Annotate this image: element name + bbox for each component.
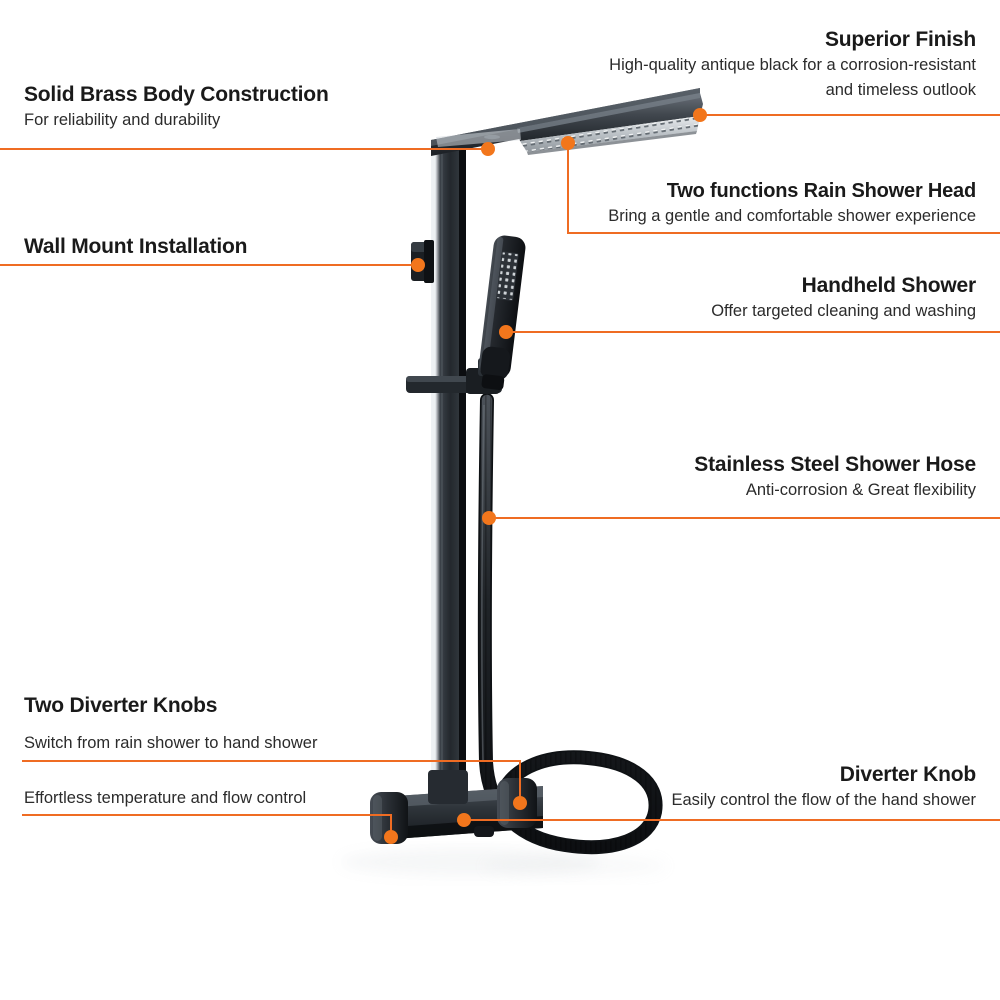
callout-title-rain-shower-head: Two functions Rain Shower Head: [666, 180, 976, 202]
callout-desc-diverter-knob: Easily control the flow of the hand show…: [671, 791, 976, 809]
callout-desc-superior-finish-line2: and timeless outlook: [825, 81, 976, 99]
callout-shower-hose: Stainless Steel Shower Hose Anti-corrosi…: [694, 451, 976, 503]
leader-diverter-knob: [463, 819, 1000, 821]
callout-solid-brass: Solid Brass Body Construction For reliab…: [24, 81, 329, 133]
callout-diverter-knob: Diverter Knob Easily control the flow of…: [671, 761, 976, 813]
leader-knob-temp-vertical: [390, 814, 392, 838]
hose-shadow: [483, 855, 667, 877]
leader-knob-rain-horizontal: [22, 760, 521, 762]
dot-wall-mount: [411, 258, 425, 272]
leader-handheld-shower: [505, 331, 1000, 333]
callout-rain-shower-head: Two functions Rain Shower Head Bring a g…: [608, 178, 976, 229]
callout-title-diverter-knob: Diverter Knob: [839, 763, 976, 786]
callout-title-shower-hose: Stainless Steel Shower Hose: [694, 453, 976, 476]
callout-desc-solid-brass: For reliability and durability: [24, 111, 221, 129]
leader-superior-finish: [700, 114, 1000, 116]
callout-superior-finish: Superior Finish High-quality antique bla…: [609, 26, 976, 103]
callout-title-solid-brass: Solid Brass Body Construction: [24, 83, 329, 106]
dot-solid-brass: [481, 142, 495, 156]
callout-desc-knobs-1: Switch from rain shower to hand shower: [24, 731, 317, 756]
callout-two-diverter-knobs: Two Diverter Knobs: [24, 692, 217, 719]
leader-shower-hose: [488, 517, 1000, 519]
leader-rain-head-horizontal: [567, 232, 1000, 234]
callout-title-wall-mount: Wall Mount Installation: [24, 235, 248, 258]
callout-desc-superior-finish-line1: High-quality antique black for a corrosi…: [609, 56, 976, 74]
callout-title-superior-finish: Superior Finish: [824, 28, 976, 51]
dot-shower-hose: [482, 511, 496, 525]
dot-superior-finish: [693, 108, 707, 122]
leader-rain-head-vertical: [567, 142, 569, 234]
leader-knob-rain-vertical: [519, 760, 521, 804]
callout-desc-rain-shower-head: Bring a gentle and comfortable shower ex…: [608, 207, 976, 225]
dot-rain-shower-head: [561, 136, 575, 150]
dot-diverter-knob-left: [384, 830, 398, 844]
diverter-knob-left: [370, 792, 408, 844]
dot-diverter-knob-right: [513, 796, 527, 810]
callout-title-two-diverter-knobs: Two Diverter Knobs: [24, 694, 218, 717]
callout-desc-knobs-2: Effortless temperature and flow control: [24, 786, 306, 811]
vertical-riser-pole: [431, 140, 466, 812]
leader-solid-brass: [0, 148, 488, 150]
leader-wall-mount: [0, 264, 418, 266]
callout-desc-two-diverter-knobs-line2: Effortless temperature and flow control: [24, 789, 307, 807]
handheld-shower-wand: [478, 235, 526, 390]
callout-wall-mount: Wall Mount Installation: [24, 233, 247, 260]
leader-knob-temp-horizontal: [22, 814, 392, 816]
callout-desc-handheld-shower: Offer targeted cleaning and washing: [711, 302, 976, 320]
callout-title-handheld-shower: Handheld Shower: [801, 274, 977, 297]
dot-handheld-shower: [499, 325, 513, 339]
callout-handheld-shower: Handheld Shower Offer targeted cleaning …: [711, 272, 976, 324]
callout-desc-shower-hose: Anti-corrosion & Great flexibility: [745, 481, 976, 499]
callout-desc-two-diverter-knobs-line1: Switch from rain shower to hand shower: [24, 734, 318, 752]
stainless-steel-hose: [477, 393, 663, 855]
rain-shower-head-assembly: [431, 88, 703, 156]
dot-diverter-knob-center: [457, 813, 471, 827]
